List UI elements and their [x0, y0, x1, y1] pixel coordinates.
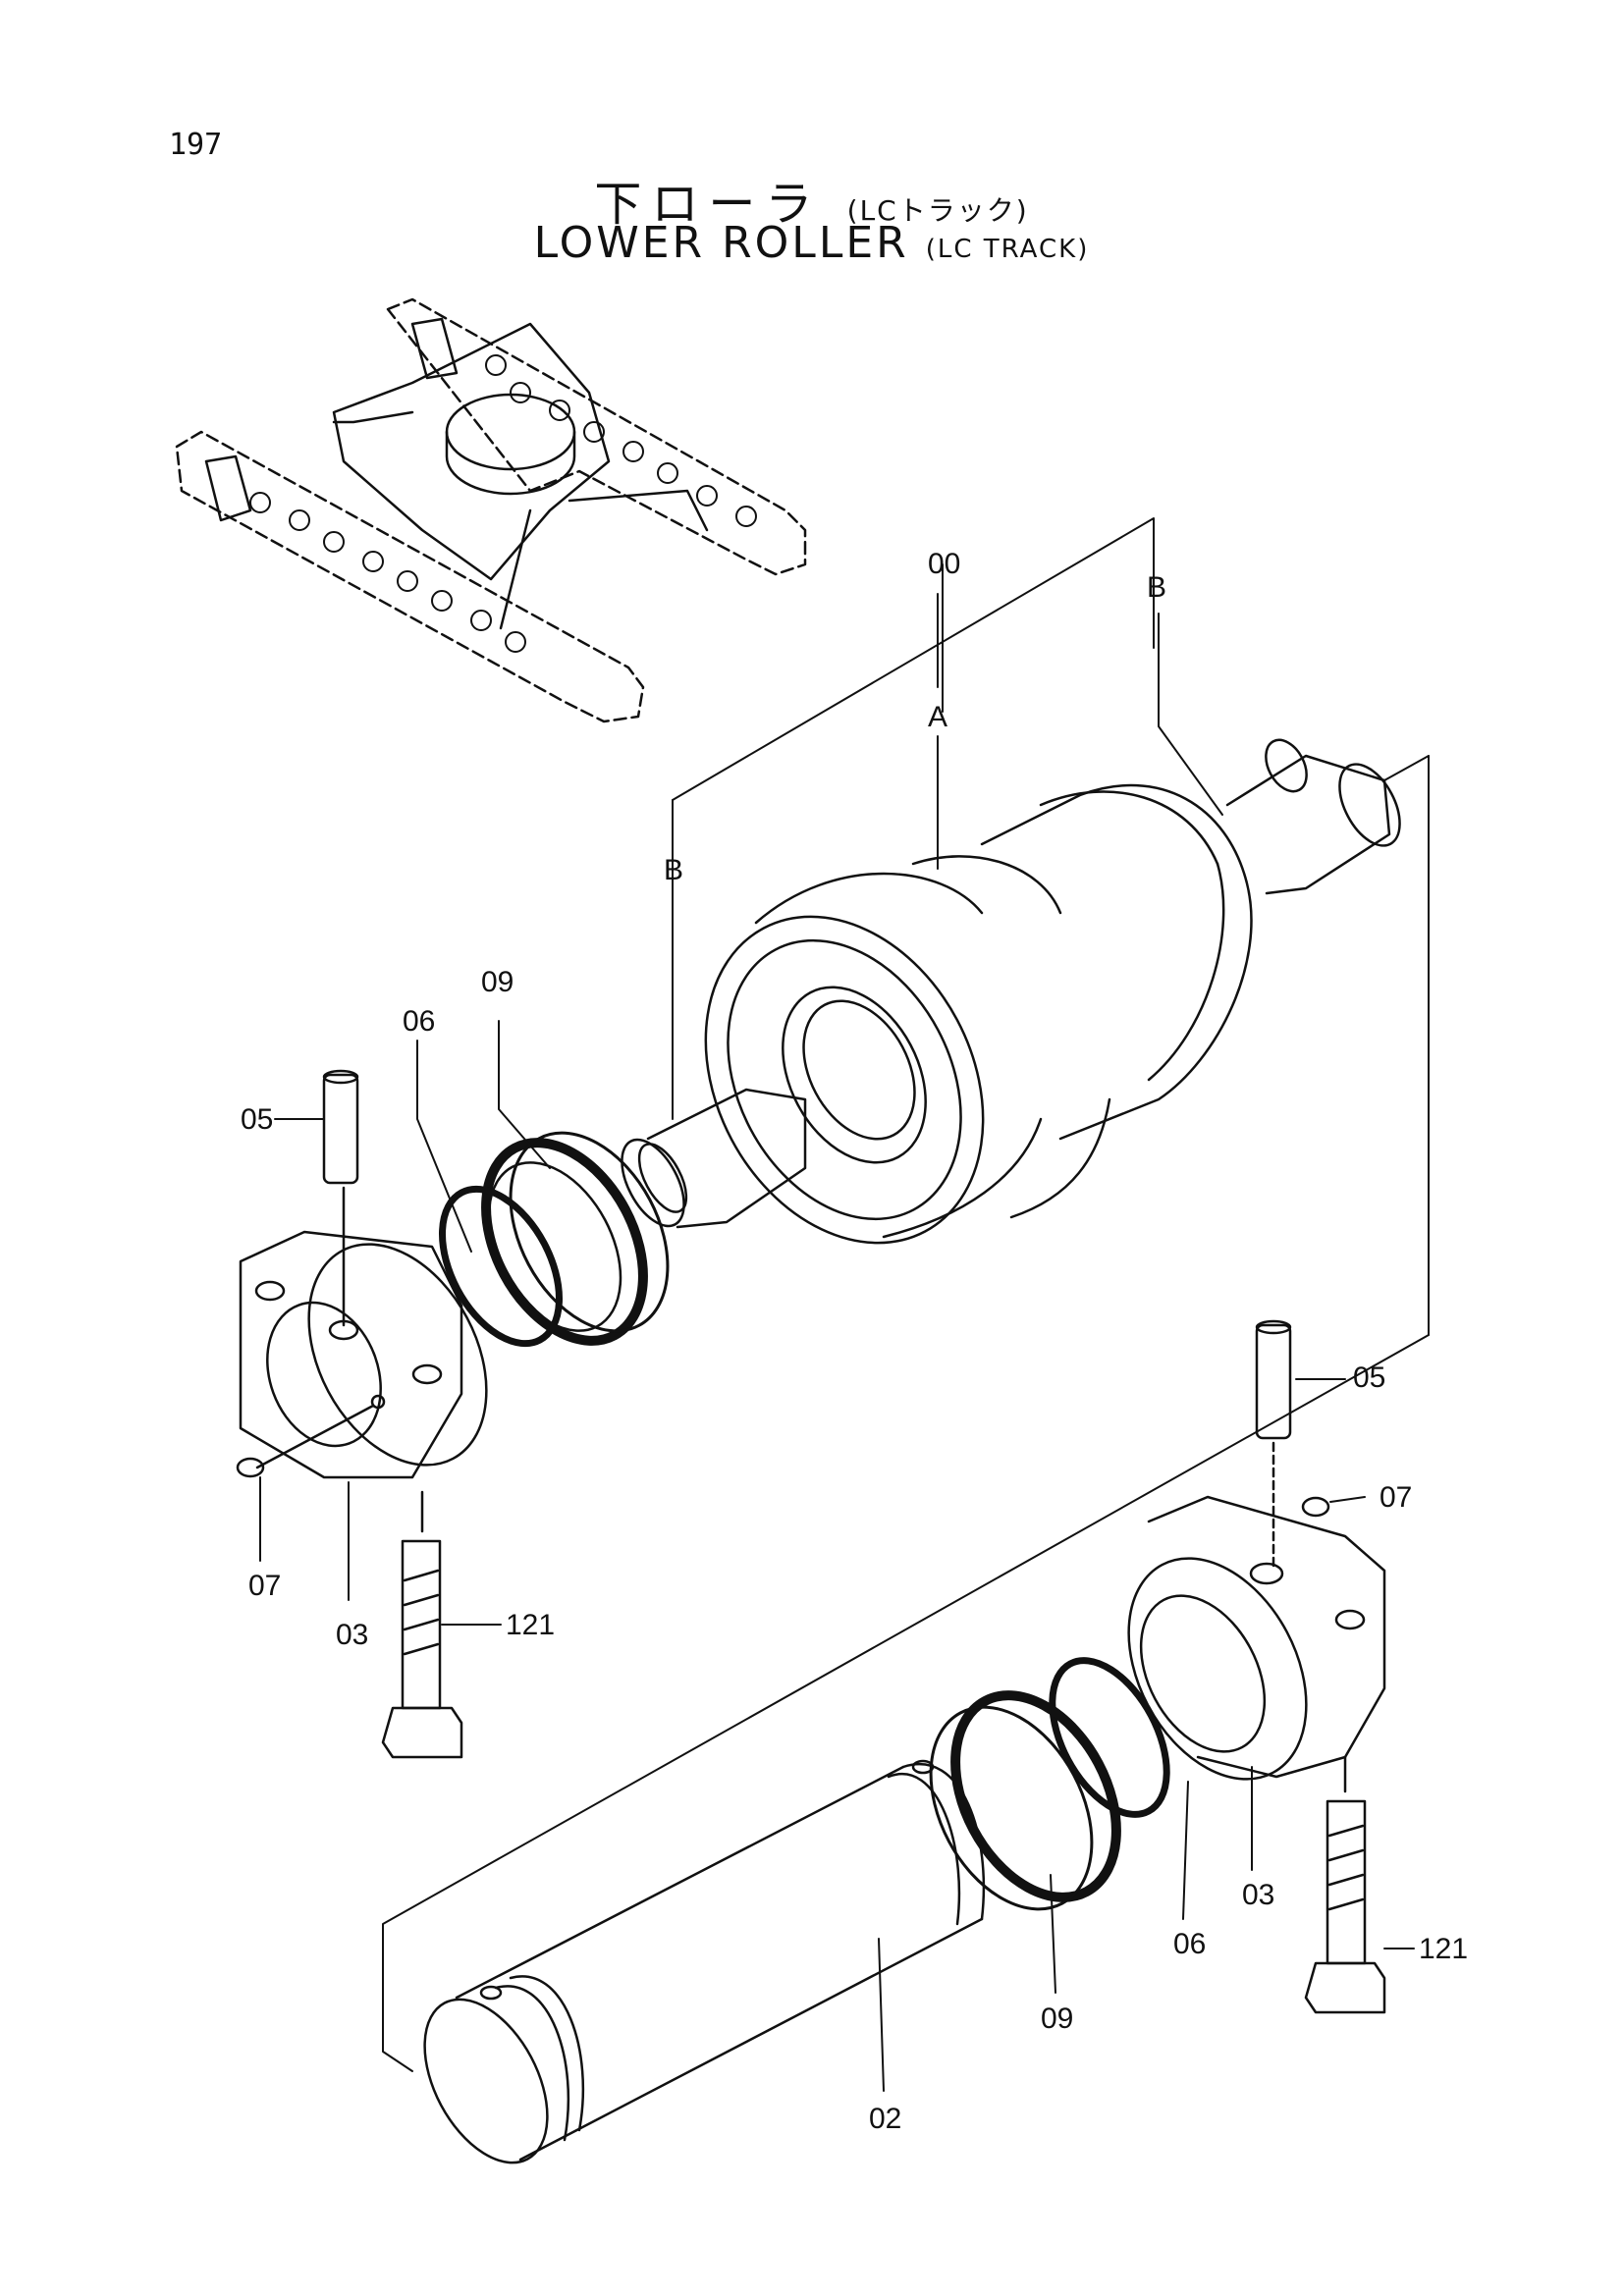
label-00: 00 — [928, 548, 960, 580]
title-en-main: LOWER ROLLER — [533, 218, 909, 268]
callout-labels: 00 A B B 09 06 05 05 07 07 03 121 03 06 … — [241, 548, 1468, 2135]
label-06-right: 06 — [1173, 1928, 1206, 1960]
label-09-right: 09 — [1041, 2002, 1073, 2035]
shaft — [423, 1759, 986, 2164]
title-jp-main: 下ローラ — [594, 177, 823, 232]
label-05-left: 05 — [241, 1103, 273, 1136]
right-parts — [929, 1319, 1386, 2014]
label-07-left: 07 — [248, 1570, 281, 1602]
label-121-left: 121 — [506, 1609, 555, 1641]
label-09-left: 09 — [481, 966, 514, 998]
label-05-right: 05 — [1353, 1362, 1385, 1394]
title-japanese: 下ローラ (LCトラック) — [0, 165, 1623, 234]
track-frame-illustration — [175, 297, 807, 723]
title-jp-sub: (LCトラック) — [846, 194, 1029, 227]
label-02: 02 — [869, 2103, 901, 2135]
label-a: A — [928, 701, 947, 733]
page-number: 197 — [169, 128, 223, 162]
label-b-left: B — [664, 854, 683, 886]
label-b-right: B — [1147, 571, 1166, 604]
label-121-right: 121 — [1419, 1933, 1468, 1965]
left-parts — [236, 1069, 670, 1759]
label-03-right: 03 — [1242, 1879, 1274, 1911]
label-07-right: 07 — [1380, 1481, 1412, 1514]
callout-leader-lines — [259, 593, 1415, 2092]
title-en-sub: (LC TRACK) — [925, 235, 1090, 264]
title-english: LOWER ROLLER (LC TRACK) — [0, 218, 1623, 268]
label-03-left: 03 — [336, 1619, 368, 1651]
assembly-boundary-lines — [382, 517, 1430, 2072]
label-06-left: 06 — [403, 1005, 435, 1038]
roller-body — [621, 738, 1401, 1245]
